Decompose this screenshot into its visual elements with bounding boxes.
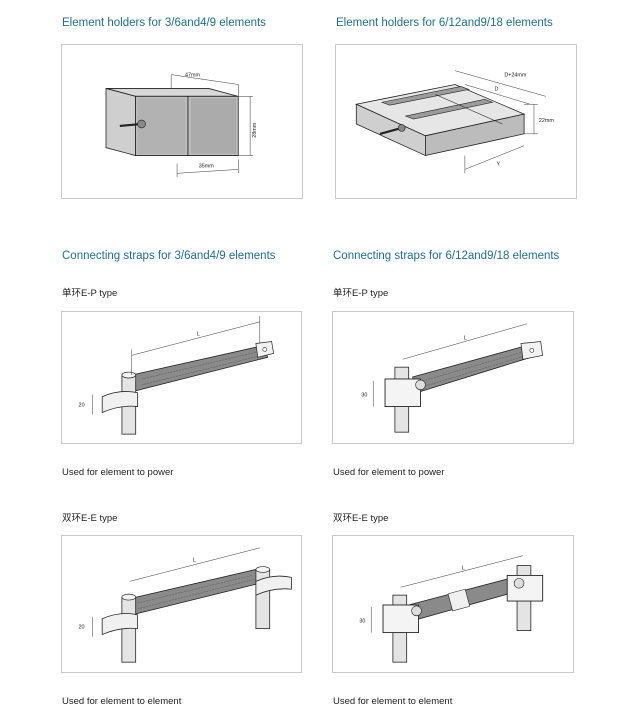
dim-35mm: 35mm: [199, 163, 215, 169]
large-holder-drawing: D+24mm D 22mm Y: [355, 70, 555, 174]
dim-l-ee-small: L: [193, 558, 196, 564]
caption-ep-right: Used for element to power: [333, 467, 445, 478]
dim-20-ep: 20: [79, 403, 85, 409]
dim-20-ee: 20: [79, 625, 85, 631]
straps-large-title: Connecting straps for 6/12and9/18 elemen…: [333, 250, 560, 262]
strap-ee-large-figure: L 30: [332, 535, 574, 673]
strap-ep-small-figure: L 20: [61, 311, 302, 444]
dim-22mm: 22mm: [539, 118, 555, 124]
type-ee-right: 双环E-E type: [333, 513, 389, 524]
strap-ep-large-drawing: L 30: [361, 323, 544, 433]
dim-30-ee: 30: [359, 619, 365, 625]
dim-l-ep-large: L: [464, 336, 467, 342]
caption-ee-left: Used for element to element: [62, 696, 182, 707]
type-ep-right: 单环E-P type: [333, 288, 389, 299]
strap-ep-large-figure: L 30: [332, 311, 574, 444]
dim-d: D: [494, 86, 498, 92]
holders-small-title: Element holders for 3/6and4/9 elements: [62, 17, 266, 29]
small-holder-figure: 47mm 28mm 35mm: [61, 44, 303, 199]
strap-ee-large-drawing: L 30: [359, 555, 544, 663]
strap-ee-small-figure: L 20: [61, 535, 302, 673]
dim-y: Y: [496, 161, 500, 167]
type-ep-left: 单环E-P type: [62, 288, 118, 299]
dim-47mm: 47mm: [185, 73, 201, 79]
dim-d-plus-24: D+24mm: [504, 73, 527, 79]
small-holder-drawing: 47mm 28mm 35mm: [105, 73, 258, 178]
strap-ep-small-drawing: L 20: [79, 315, 274, 435]
dim-28mm: 28mm: [252, 122, 258, 138]
holders-large-title: Element holders for 6/12and9/18 elements: [336, 17, 553, 29]
dim-30-ep: 30: [361, 393, 367, 399]
straps-small-title: Connecting straps for 3/6and4/9 elements: [62, 250, 276, 262]
caption-ee-right: Used for element to element: [333, 696, 453, 707]
large-holder-figure: D+24mm D 22mm Y: [335, 44, 577, 199]
caption-ep-left: Used for element to power: [62, 467, 174, 478]
type-ee-left: 双环E-E type: [62, 513, 118, 524]
strap-ee-small-drawing: L 20: [79, 547, 292, 663]
dim-l-ee-large: L: [462, 566, 465, 572]
dim-l-ep-small: L: [197, 332, 200, 338]
